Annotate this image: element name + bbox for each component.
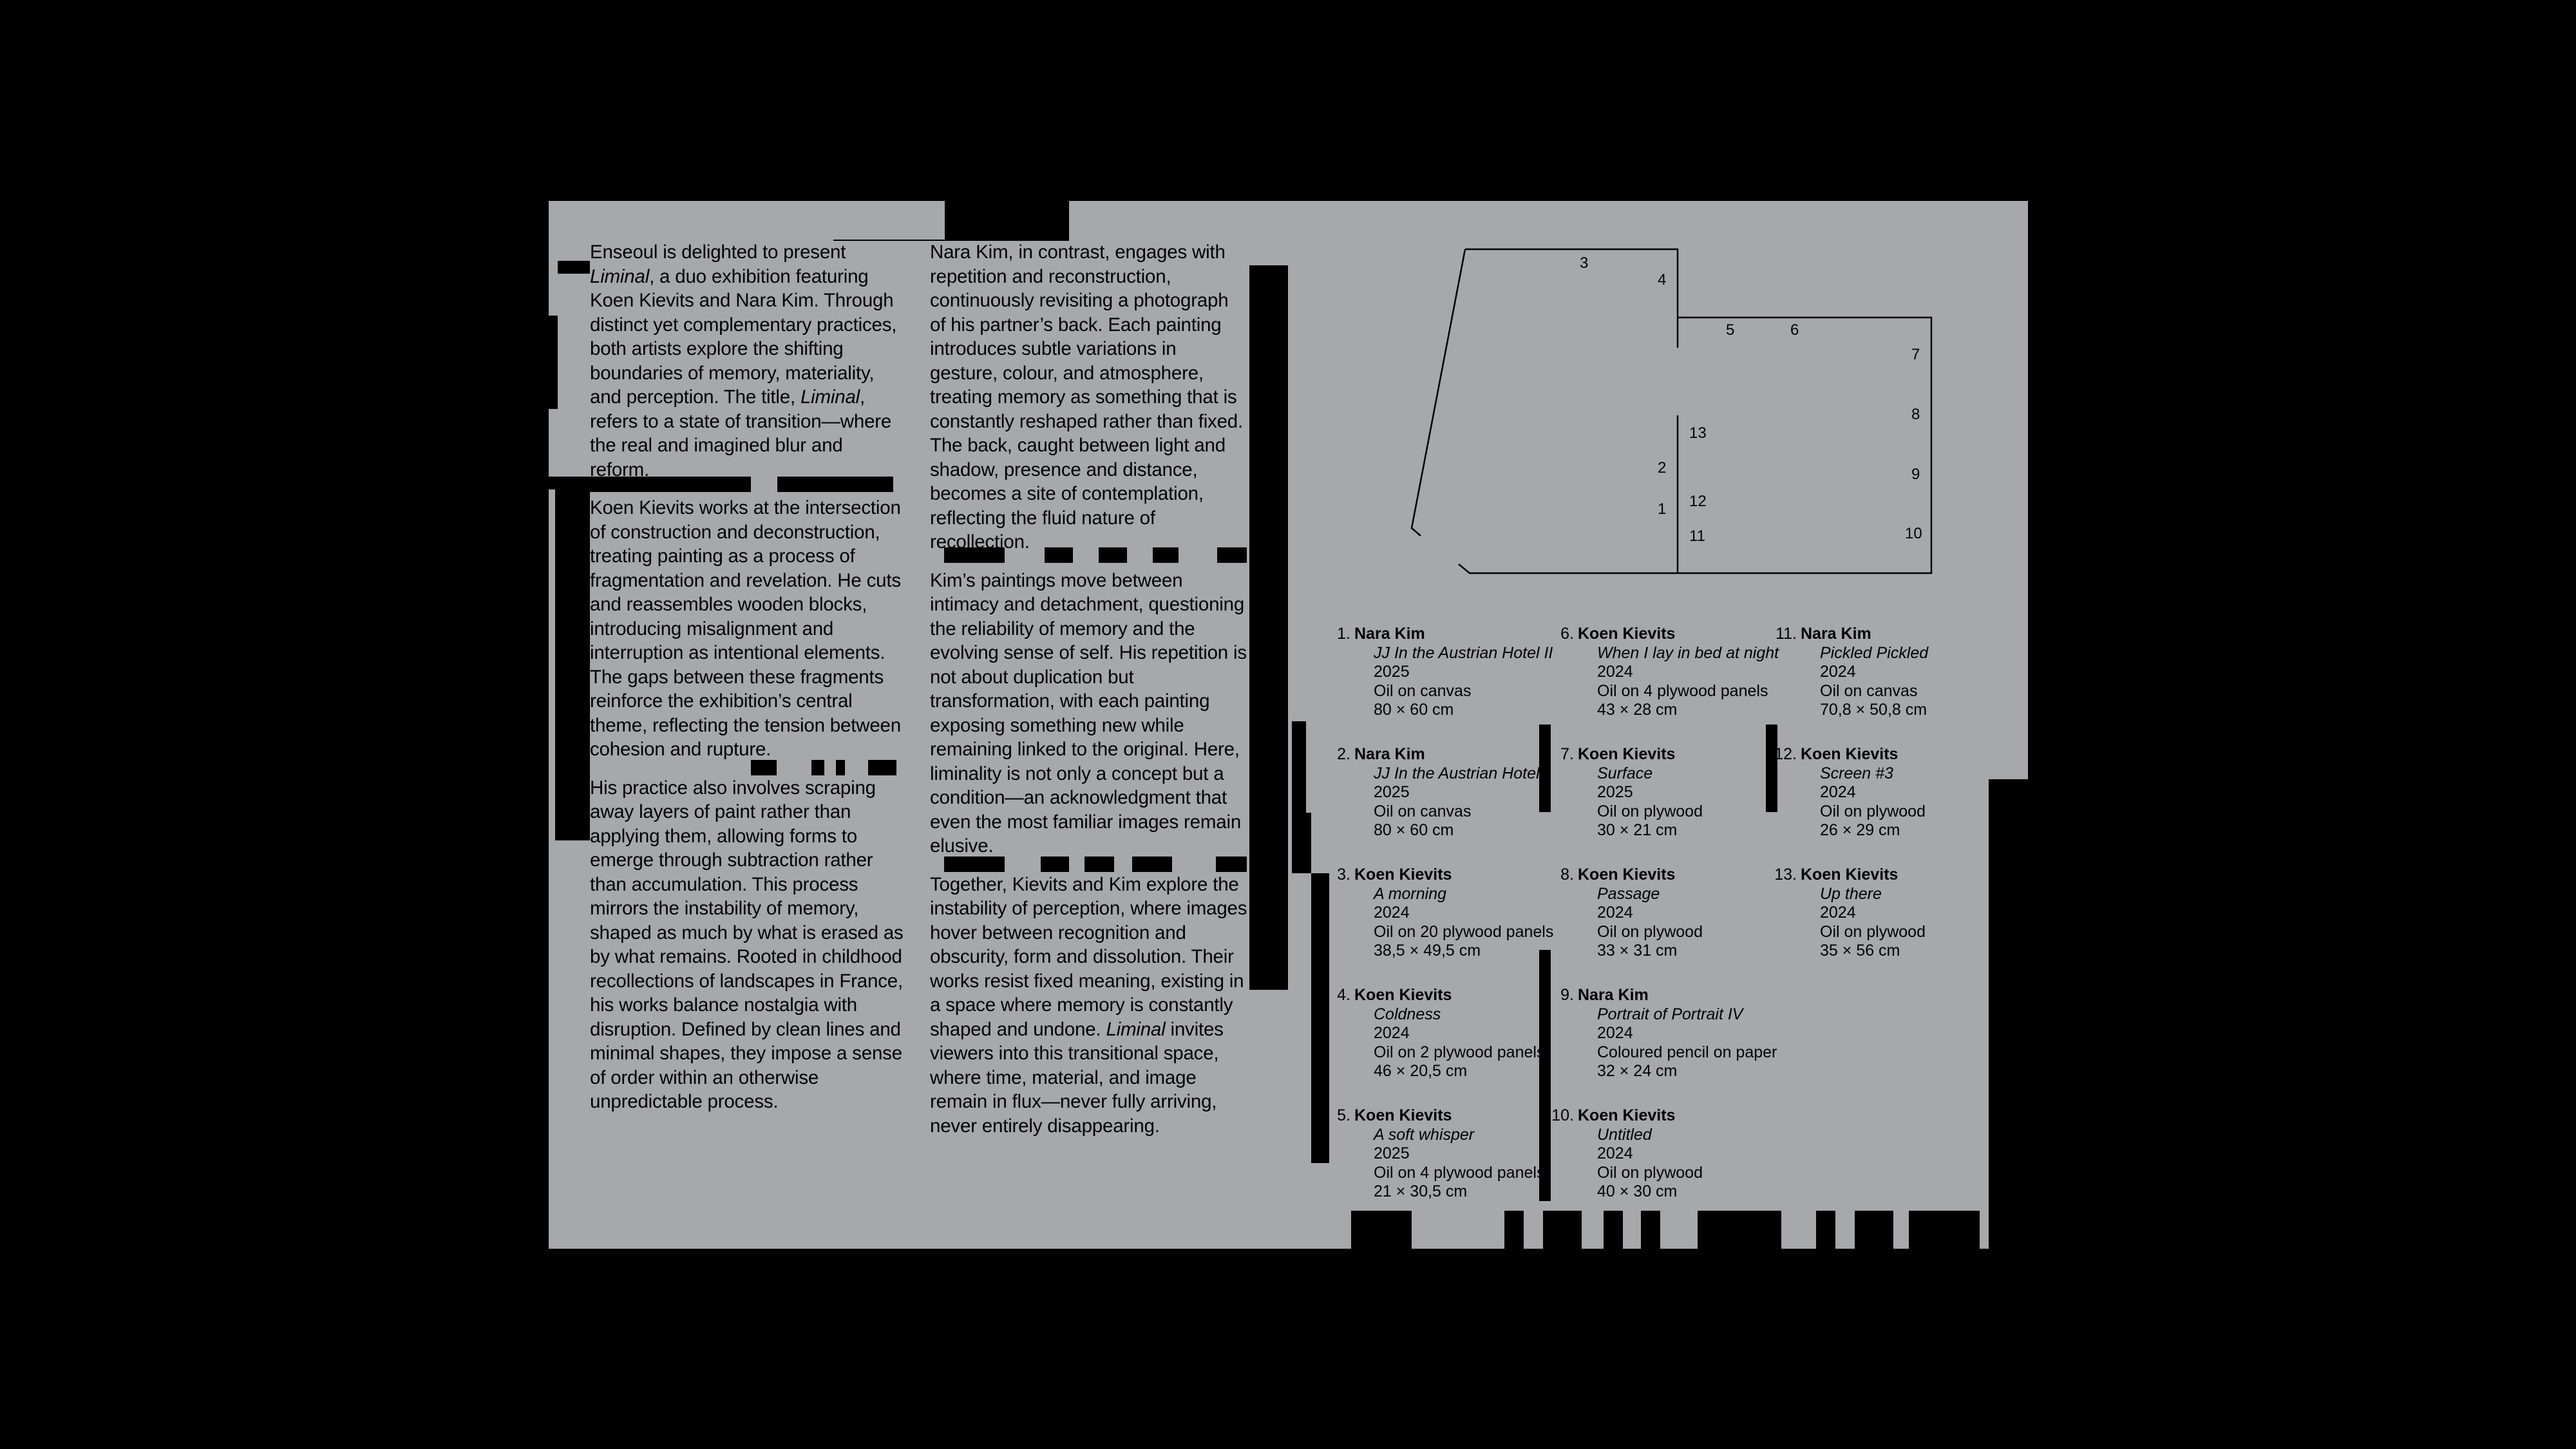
work-10: 10.Koen Kievits Untitled 2024 Oil on ply… <box>1551 1106 1703 1200</box>
catalogue-sheet <box>549 201 2028 1249</box>
plan-label-7: 7 <box>1911 346 1920 363</box>
floor-plan: 3 4 5 6 7 8 13 2 9 1 12 11 10 <box>1410 248 1933 574</box>
plan-label-13: 13 <box>1689 424 1707 442</box>
work-1: 1.Nara Kim JJ In the Austrian Hotel II 2… <box>1337 625 1553 719</box>
plan-label-4: 4 <box>1658 271 1666 289</box>
plan-label-8: 8 <box>1911 406 1920 423</box>
intro-column-2: Nara Kim, in contrast, engages with repe… <box>930 240 1248 1138</box>
plan-label-1: 1 <box>1658 500 1666 518</box>
floor-plan-walls <box>1410 248 1933 574</box>
closing-paragraph: Together, Kievits and Kim explore the in… <box>930 873 1247 1137</box>
plan-label-9: 9 <box>1911 466 1920 483</box>
work-5: 5.Koen Kievits A soft whisper 2025 Oil o… <box>1337 1106 1545 1200</box>
kim-paragraph-2: Kim’s paintings move between intimacy an… <box>930 569 1247 857</box>
plan-label-12: 12 <box>1689 493 1707 510</box>
plan-label-3: 3 <box>1580 254 1588 272</box>
plan-label-6: 6 <box>1790 321 1799 339</box>
kim-paragraph-1: Nara Kim, in contrast, engages with repe… <box>930 242 1244 553</box>
intro-column-1: Enseoul is delighted to present Liminal,… <box>590 240 907 1114</box>
work-7: 7.Koen Kievits Surface 2025 Oil on plywo… <box>1560 745 1703 839</box>
work-6: 6.Koen Kievits When I lay in bed at nigh… <box>1560 625 1779 719</box>
plan-label-10: 10 <box>1905 525 1922 542</box>
work-2: 2.Nara Kim JJ In the Austrian Hotel I 20… <box>1337 745 1549 839</box>
work-12: 12.Koen Kievits Screen #3 2024 Oil on pl… <box>1774 745 1926 839</box>
plan-label-5: 5 <box>1726 321 1734 339</box>
plan-label-11: 11 <box>1689 527 1705 545</box>
kievits-paragraph-2: His practice also involves scraping away… <box>590 777 904 1113</box>
work-3: 3.Koen Kievits A morning 2024 Oil on 20 … <box>1337 866 1554 960</box>
plan-label-2: 2 <box>1658 459 1666 477</box>
work-4: 4.Koen Kievits Coldness 2024 Oil on 2 pl… <box>1337 986 1545 1080</box>
work-9: 9.Nara Kim Portrait of Portrait IV 2024 … <box>1560 986 1777 1080</box>
work-8: 8.Koen Kievits Passage 2024 Oil on plywo… <box>1560 866 1703 960</box>
work-11: 11.Nara Kim Pickled Pickled 2024 Oil on … <box>1776 625 1929 719</box>
kievits-paragraph-1: Koen Kievits works at the intersection o… <box>590 497 901 760</box>
work-13: 13.Koen Kievits Up there 2024 Oil on ply… <box>1774 866 1926 960</box>
intro-paragraph: Enseoul is delighted to present Liminal,… <box>590 242 897 480</box>
